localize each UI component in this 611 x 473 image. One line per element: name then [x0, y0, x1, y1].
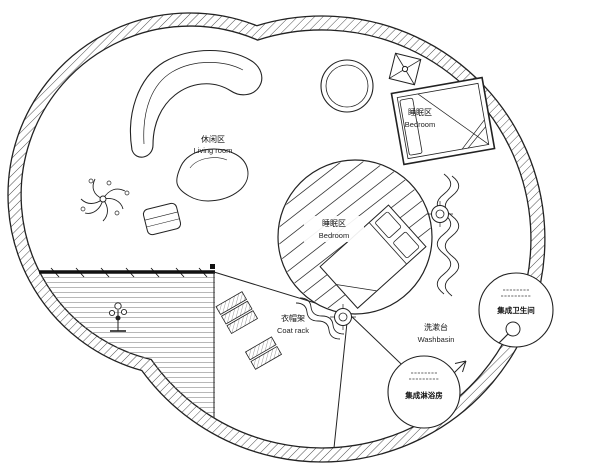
label-backing [304, 216, 364, 242]
round-table [320, 59, 374, 113]
coat-rack-cluster [244, 336, 283, 370]
coat-rack-label-zh: 衣帽架 [281, 313, 305, 323]
bathroom-pod: 集成卫生间 [478, 272, 554, 348]
living-label-en: Living room [194, 146, 233, 155]
pod-spec-lines [409, 372, 439, 380]
mattress [396, 82, 490, 160]
bedroom-upper-label-zh: 睡眠区 [408, 108, 432, 117]
shower-pod-label: 集成淋浴房 [404, 390, 443, 400]
bedroom-upper-label-en: Bedroom [405, 120, 435, 129]
bedroom-center-label-zh: 睡眠区 [322, 219, 346, 228]
bedroom-upper: 睡眠区 Bedroom [390, 76, 496, 166]
coffee-table-seam [189, 157, 228, 169]
blanket-fold [461, 119, 486, 150]
bedroom-center: 睡眠区 Bedroom [277, 159, 433, 315]
curtain-wave-right [436, 173, 460, 297]
deck-ornament-icon [108, 302, 128, 332]
pod-spec-lines [501, 289, 531, 297]
folding-table-icon [388, 52, 422, 86]
ceiling-light-icon [427, 201, 453, 227]
shower-pod: 集成淋浴房 [387, 355, 461, 429]
coat-rack-label-en: Coat rack [277, 326, 309, 335]
pillow [375, 211, 402, 238]
center-bed [319, 204, 427, 309]
washbasin-label-en: Washbasin [418, 335, 455, 344]
toilet-fixture-icon [498, 321, 521, 344]
curved-sofa [129, 49, 263, 158]
pillow [399, 97, 423, 156]
bedroom-center-label-en: Bedroom [319, 231, 349, 240]
deck-wall-ticks [50, 267, 208, 278]
bathroom-pod-circle [478, 272, 554, 348]
curtain-wave-bottom [295, 297, 345, 340]
living-room: 休闲区 Living room [80, 49, 263, 236]
ceiling-light-icon [330, 304, 356, 330]
bathroom-pod-label: 集成卫生间 [496, 305, 535, 315]
sofa-seam [143, 62, 244, 145]
pillow [393, 231, 420, 259]
partition-line-bath [333, 312, 349, 449]
ottoman [142, 202, 182, 236]
wall-post [210, 264, 215, 269]
coat-rack-cluster [215, 291, 259, 335]
coffee-table [176, 148, 249, 202]
washbasin-area: 洗漱台 Washbasin [418, 322, 455, 344]
washbasin-label-zh: 洗漱台 [424, 322, 448, 332]
coat-rack: 衣帽架 Coat rack [215, 291, 309, 370]
plant-icon [80, 178, 130, 222]
shower-pod-circle [387, 355, 461, 429]
living-label-zh: 休闲区 [201, 134, 225, 144]
